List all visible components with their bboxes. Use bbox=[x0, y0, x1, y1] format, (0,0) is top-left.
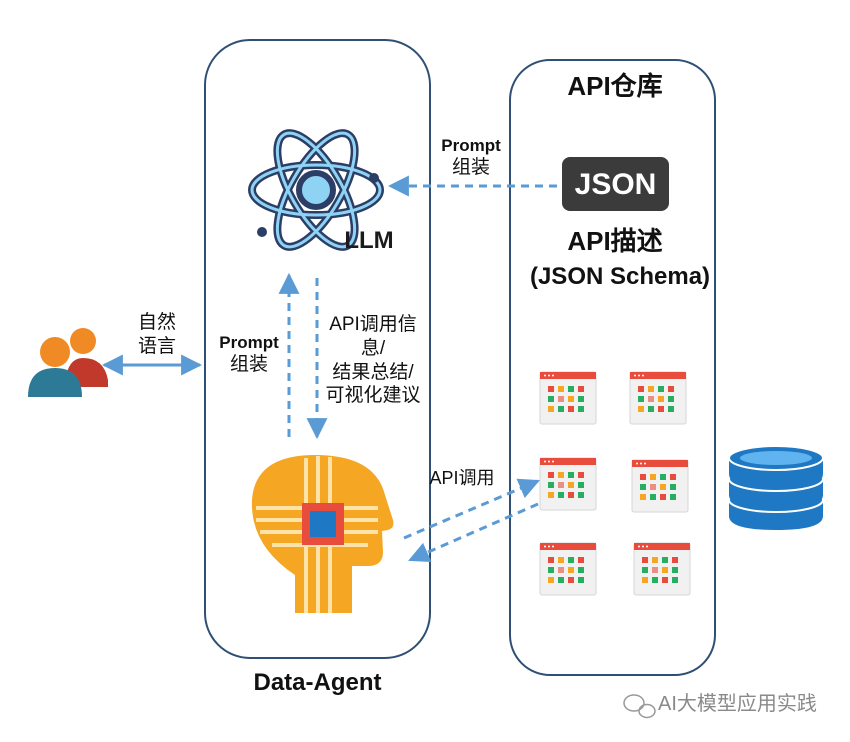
api-description-title: API描述 bbox=[567, 226, 663, 256]
llm-atom-icon bbox=[248, 129, 384, 251]
api-window-icon bbox=[629, 371, 687, 425]
users-icon bbox=[28, 328, 108, 397]
prompt-assembly-top-label: Prompt 组装 bbox=[432, 135, 510, 180]
wechat-icon bbox=[623, 694, 656, 719]
json-badge-text: JSON bbox=[574, 168, 657, 201]
database-icon bbox=[728, 445, 824, 530]
data-agent-title: Data-Agent bbox=[253, 669, 382, 696]
prompt-assembly-left-label: Prompt 组装 bbox=[212, 332, 286, 377]
watermark-text: AI大模型应用实践 bbox=[658, 693, 817, 715]
llm-return-line4: 可视化建议 bbox=[325, 385, 421, 407]
api-repository-panel bbox=[509, 59, 716, 676]
ai-head-icon bbox=[251, 455, 394, 613]
prompt-left-line1: Prompt bbox=[219, 333, 279, 352]
llm-return-label: API调用信 息/ 结果总结/ 可视化建议 bbox=[318, 313, 428, 408]
api-call-arrow bbox=[403, 478, 540, 540]
api-window-icon bbox=[539, 542, 597, 596]
api-description-schema: (JSON Schema) bbox=[529, 263, 711, 290]
prompt-top-line1: Prompt bbox=[441, 136, 501, 155]
api-window-icon bbox=[633, 542, 691, 596]
api-window-icon bbox=[631, 459, 689, 513]
natural-language-line1: 自然 bbox=[137, 312, 176, 333]
llm-return-line3: 结果总结/ bbox=[332, 361, 414, 383]
llm-return-line2: 息/ bbox=[360, 337, 386, 359]
api-call-label: API调用 bbox=[429, 468, 495, 488]
api-return-arrow bbox=[408, 502, 539, 563]
prompt-top-line2: 组装 bbox=[451, 157, 490, 179]
api-window-icon bbox=[539, 371, 597, 425]
api-window-icon bbox=[539, 457, 597, 511]
json-badge bbox=[562, 157, 669, 211]
data-agent-panel bbox=[204, 39, 431, 659]
prompt-left-line2: 组装 bbox=[229, 354, 268, 376]
llm-label: LLM bbox=[344, 227, 394, 254]
natural-language-label: 自然 语言 bbox=[130, 311, 184, 359]
llm-return-line1: API调用信 bbox=[329, 314, 417, 335]
natural-language-line2: 语言 bbox=[137, 335, 176, 357]
api-repository-title: API仓库 bbox=[567, 71, 663, 101]
